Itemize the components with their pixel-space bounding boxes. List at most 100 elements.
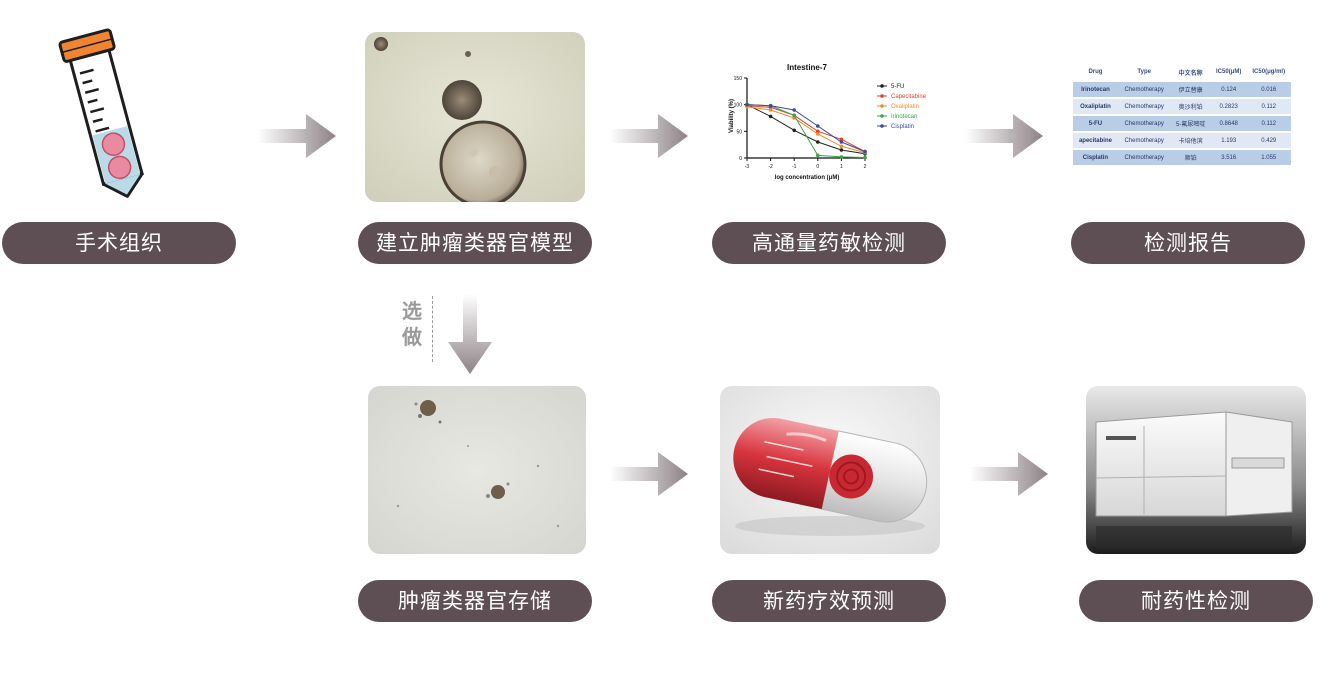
table-cell: Oxaliplatin bbox=[1073, 97, 1118, 115]
chart-series-line bbox=[746, 105, 866, 153]
chart-data-point bbox=[768, 108, 773, 112]
table-row: apecitabine Chemotherapy 卡培他滨 1.193 0.42… bbox=[1073, 131, 1291, 149]
table-cell: Irinotecan bbox=[1073, 80, 1118, 98]
table-header: IC50(μg/ml) bbox=[1246, 64, 1291, 81]
chart-data-point bbox=[839, 155, 844, 159]
right-arrow-icon bbox=[258, 114, 336, 158]
ic50-report-table: Drug Type 中文名称 IC50(μM) IC50(μg/ml) Irin… bbox=[1073, 64, 1291, 165]
chart-data-point bbox=[816, 153, 820, 158]
step-storage-label: 肿瘤类器官存储 bbox=[358, 580, 592, 622]
right-arrow-icon bbox=[965, 114, 1043, 158]
table-cell: apecitabine bbox=[1073, 131, 1118, 149]
chart-series-line bbox=[746, 104, 866, 153]
chart-x-tick-label: 1 bbox=[840, 164, 843, 170]
table-row: Oxaliplatin Chemotherapy 奥沙利铂 0.2823 0.1… bbox=[1073, 97, 1291, 115]
optional-label-char: 做 bbox=[402, 325, 422, 349]
chart-legend-label: Cisplatin bbox=[891, 124, 914, 130]
chart-y-tick-label: 100 bbox=[734, 103, 743, 109]
chart-series-line bbox=[746, 104, 866, 155]
chart-legend-label: Capecitabine bbox=[891, 94, 927, 100]
chart-series-line bbox=[746, 106, 866, 154]
table-cell: 0.112 bbox=[1246, 114, 1291, 132]
table-cell: 0.429 bbox=[1246, 131, 1291, 149]
table-row: 5-FU Chemotherapy 5-氟尿嘧啶 0.8648 0.112 bbox=[1073, 114, 1291, 132]
right-arrow-icon bbox=[970, 452, 1048, 496]
table-cell: 0.2823 bbox=[1210, 97, 1247, 115]
table-cell: 卡培他滨 bbox=[1170, 131, 1211, 149]
chart-y-tick-label: 150 bbox=[734, 76, 743, 82]
table-cell: 0.124 bbox=[1210, 80, 1247, 98]
chart-data-point bbox=[816, 124, 820, 128]
table-cell: 0.016 bbox=[1246, 80, 1291, 98]
optional-divider bbox=[432, 296, 433, 362]
table-cell: Chemotherapy bbox=[1117, 148, 1171, 165]
chart-data-point bbox=[792, 108, 796, 112]
organoid-microscope-image bbox=[365, 32, 585, 202]
step-resistance-label: 耐药性检测 bbox=[1079, 580, 1313, 622]
table-cell: 奥沙利铂 bbox=[1170, 97, 1211, 115]
chart-data-point bbox=[792, 128, 796, 133]
chart-x-axis-label: log concentration (μM) bbox=[775, 175, 840, 181]
chart-y-axis-label: Viability (%) bbox=[729, 99, 735, 133]
step-report-label: 检测报告 bbox=[1071, 222, 1305, 264]
chart-data-point bbox=[745, 102, 749, 107]
chart-x-tick-label: -3 bbox=[745, 164, 750, 170]
chart-data-point bbox=[863, 155, 867, 160]
chart-legend-label: 5-FU bbox=[891, 84, 904, 90]
table-header: IC50(μM) bbox=[1210, 64, 1247, 81]
table-header: Type bbox=[1117, 64, 1171, 81]
chart-title: Intestine-7 bbox=[787, 63, 828, 72]
table-cell: Chemotherapy bbox=[1117, 97, 1171, 115]
right-arrow-icon bbox=[610, 114, 688, 158]
table-cell: 伊立替康 bbox=[1170, 80, 1211, 98]
chart-data-point bbox=[792, 113, 796, 118]
step-surgery-label: 手术组织 bbox=[2, 222, 236, 264]
stored-organoid-image bbox=[368, 386, 586, 554]
table-header: Drug bbox=[1073, 64, 1118, 81]
chart-x-tick-label: 2 bbox=[864, 164, 867, 170]
table-cell: 1.055 bbox=[1246, 148, 1291, 165]
table-row: Cisplatin Chemotherapy 顺铂 3.516 1.055 bbox=[1073, 148, 1291, 165]
lab-instrument-image bbox=[1086, 386, 1306, 554]
table-cell: 顺铂 bbox=[1170, 148, 1211, 165]
table-cell: 3.516 bbox=[1210, 148, 1247, 165]
chart-data-point bbox=[839, 140, 844, 144]
chart-x-tick-label: -1 bbox=[792, 164, 797, 170]
table-cell: 5-FU bbox=[1073, 114, 1118, 132]
chart-legend-marker bbox=[880, 124, 884, 128]
chart-legend-marker bbox=[880, 84, 884, 88]
table-cell: 0.8648 bbox=[1210, 114, 1247, 132]
chart-legend-marker bbox=[880, 114, 884, 118]
table-cell: Chemotherapy bbox=[1117, 114, 1171, 132]
table-cell: 0.112 bbox=[1246, 97, 1291, 115]
chart-legend-label: Irinotecan bbox=[891, 114, 917, 120]
chart-data-point bbox=[839, 148, 844, 152]
dose-response-chart: Intestine-7 Viability (%) log concentrat… bbox=[729, 63, 927, 181]
right-arrow-icon bbox=[610, 452, 688, 496]
chart-series-line bbox=[746, 104, 866, 158]
down-arrow-icon bbox=[448, 294, 492, 374]
optional-label-char: 选 bbox=[402, 299, 422, 323]
table-cell: 1.193 bbox=[1210, 131, 1247, 149]
chart-data-point bbox=[816, 129, 820, 134]
step-model-label: 建立肿瘤类器官模型 bbox=[358, 222, 592, 264]
drug-capsule-image bbox=[720, 386, 940, 554]
chart-data-point bbox=[768, 103, 773, 108]
table-header: 中文名称 bbox=[1170, 64, 1211, 81]
chart-data-point bbox=[863, 149, 867, 154]
chart-data-point bbox=[839, 137, 844, 142]
step-screening-label: 高通量药敏检测 bbox=[712, 222, 946, 264]
table-row: Irinotecan Chemotherapy 伊立替康 0.124 0.016 bbox=[1073, 80, 1291, 98]
chart-data-point bbox=[768, 114, 773, 119]
optional-label: 选 做 bbox=[400, 298, 424, 350]
chart-y-tick-label: 50 bbox=[736, 129, 742, 135]
table-cell: 5-氟尿嘧啶 bbox=[1170, 114, 1211, 132]
chart-legend-marker bbox=[880, 104, 884, 108]
chart-legend-marker bbox=[880, 94, 884, 98]
centrifuge-tube-illustration bbox=[58, 28, 144, 198]
chart-x-tick-label: -2 bbox=[768, 164, 773, 170]
table-cell: Chemotherapy bbox=[1117, 80, 1171, 98]
step-new-drug-label: 新药疗效预测 bbox=[712, 580, 946, 622]
chart-y-tick-label: 0 bbox=[739, 156, 742, 162]
chart-legend-label: Oxaliplatin bbox=[891, 104, 919, 110]
